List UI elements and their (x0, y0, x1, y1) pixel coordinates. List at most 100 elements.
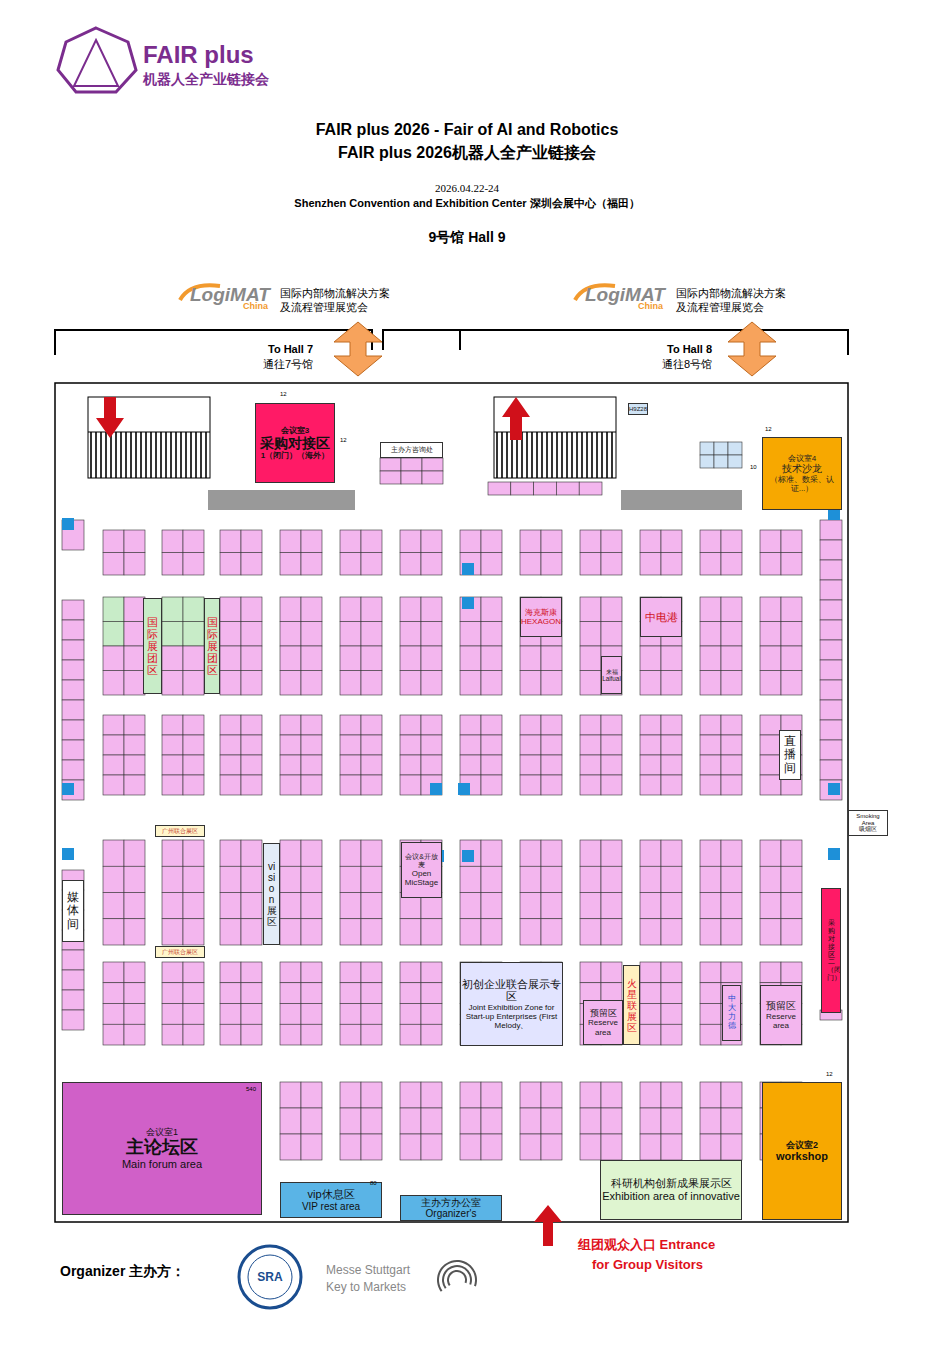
booth (541, 553, 562, 576)
booth (280, 1004, 301, 1025)
booth (580, 1108, 601, 1134)
plan-label: 国际内部物流解决方案 (676, 287, 786, 299)
booth (301, 622, 322, 647)
booth (781, 671, 802, 696)
booth (460, 597, 481, 622)
booth (820, 700, 842, 720)
booth (124, 646, 145, 671)
booth (661, 530, 682, 553)
dimension-number: 80 (370, 1180, 377, 1187)
booth (241, 893, 262, 919)
booth (760, 671, 781, 696)
area-name: 广州联合展区 (162, 828, 198, 835)
booth (460, 622, 481, 647)
escalator-step (591, 432, 593, 478)
booth (640, 775, 661, 795)
booth (541, 840, 562, 866)
booth (661, 962, 682, 983)
booth (103, 1004, 124, 1025)
booth (661, 775, 682, 795)
booth (62, 970, 84, 990)
booth (481, 1082, 502, 1108)
escalator-step (140, 432, 142, 478)
plan-label: SRA (257, 1271, 282, 1284)
booth (400, 735, 421, 755)
booth (481, 775, 502, 795)
booth (361, 622, 382, 647)
escalator-arrow (502, 397, 530, 440)
booth (62, 620, 84, 640)
booth (781, 840, 802, 866)
entrance-arrow (534, 1205, 562, 1246)
plan-label: 及流程管理展览会 (676, 301, 764, 313)
booth (301, 983, 322, 1004)
booth (481, 715, 502, 735)
area-subtext: Main forum area (122, 1158, 202, 1171)
booth (820, 620, 842, 640)
area-name: 采购对接区二（闭门） (827, 919, 834, 982)
booth (700, 442, 714, 455)
booth (340, 840, 361, 866)
booth (162, 866, 183, 892)
escalator-step (561, 432, 563, 478)
booth (721, 755, 742, 775)
booth (400, 1134, 421, 1160)
escalator-step (586, 432, 588, 478)
booth (183, 893, 204, 919)
booth (700, 1004, 721, 1025)
booth (103, 983, 124, 1004)
booth (721, 866, 742, 892)
booth (62, 950, 84, 970)
area-box: 初创企业联合展示专区Joint Exhibition Zone for Star… (460, 962, 563, 1046)
booth (380, 458, 401, 471)
booth (460, 671, 481, 696)
booth (340, 530, 361, 553)
booth (661, 671, 682, 696)
plan-label: To Hall 8 (667, 343, 712, 355)
booth (280, 597, 301, 622)
booth (460, 715, 481, 735)
booth (541, 755, 562, 775)
escalator-step (185, 432, 187, 478)
booth (62, 740, 84, 760)
area-box: 会议&开放麦Open MicStage (401, 842, 442, 898)
booth (340, 1004, 361, 1025)
escalator-step (170, 432, 172, 478)
booth (728, 442, 742, 455)
booth (541, 646, 562, 671)
booth (721, 715, 742, 735)
fingerprint-logo (442, 1265, 472, 1289)
booth (781, 962, 802, 983)
booth (361, 597, 382, 622)
booth (340, 983, 361, 1004)
booth (400, 983, 421, 1004)
escalator-step (180, 432, 182, 478)
escalator-step (130, 432, 132, 478)
plan-label: for Group Visitors (592, 1258, 703, 1272)
booth (721, 553, 742, 576)
booth (640, 715, 661, 735)
escalator-step (200, 432, 202, 478)
booth (361, 962, 382, 983)
escalator-step (526, 432, 528, 478)
booth (760, 866, 781, 892)
booth (580, 755, 601, 775)
booth (421, 597, 442, 622)
booth (340, 553, 361, 576)
booth (760, 919, 781, 945)
booth (301, 553, 322, 576)
booth (760, 622, 781, 647)
booth (162, 962, 183, 983)
booth (241, 840, 262, 866)
booth (421, 1082, 442, 1108)
booth (400, 715, 421, 735)
booth (760, 775, 781, 795)
booth (241, 962, 262, 983)
escalator-step (541, 432, 543, 478)
fingerprint-logo (447, 1270, 467, 1286)
zone-label-box: 国际展团区 (204, 598, 220, 694)
booth (580, 735, 601, 755)
plan-label: 及流程管理展览会 (280, 301, 368, 313)
area-subtext: 1（闭门）（海外） (261, 451, 329, 460)
booth (103, 840, 124, 866)
